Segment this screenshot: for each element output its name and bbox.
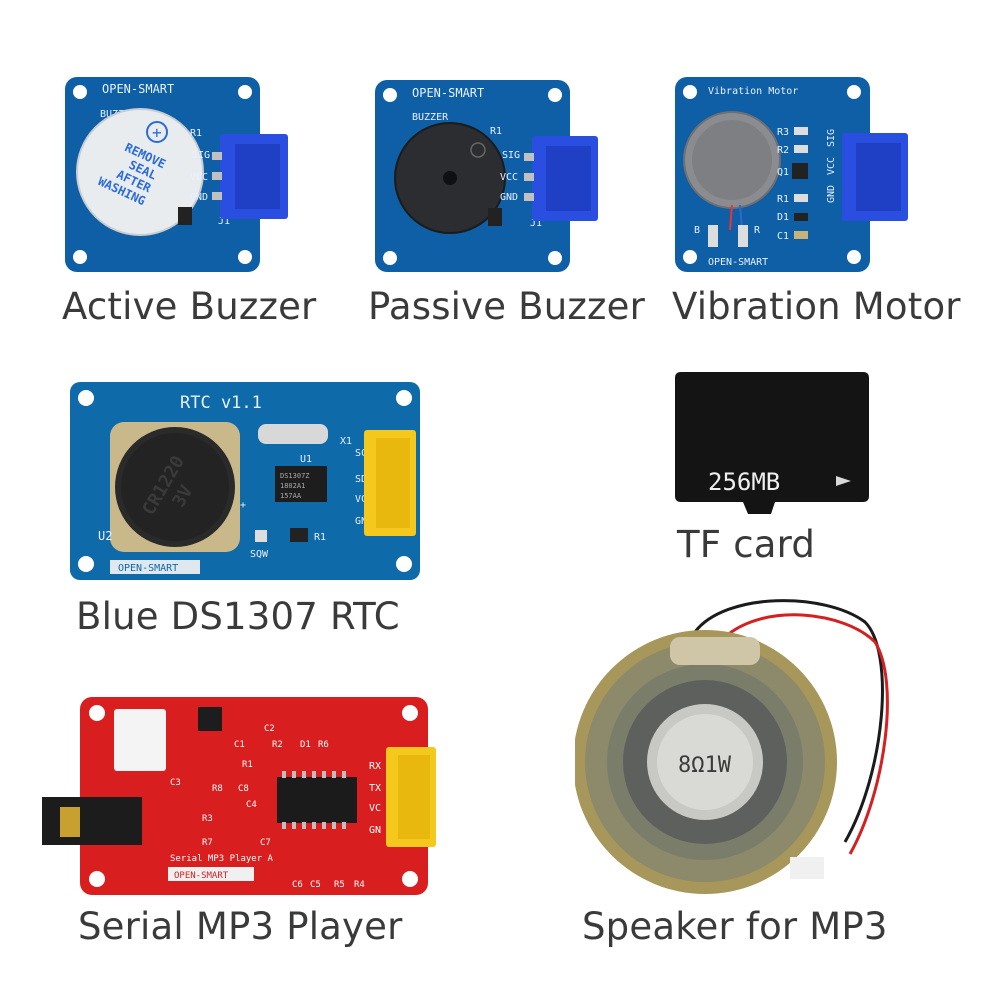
svg-text:R1: R1	[314, 532, 326, 543]
svg-text:R2: R2	[777, 145, 789, 156]
svg-text:OPEN-SMART: OPEN-SMART	[708, 257, 768, 268]
svg-text:C1: C1	[777, 231, 789, 242]
svg-text:D1: D1	[300, 740, 311, 750]
svg-text:B: B	[694, 225, 700, 236]
svg-text:VCC: VCC	[826, 157, 837, 175]
speaker-rating: 8Ω1W	[678, 753, 732, 778]
rtc-caption: Blue DS1307 RTC	[76, 595, 400, 638]
svg-text:J1: J1	[530, 218, 542, 229]
svg-text:SQW: SQW	[250, 549, 269, 560]
speaker-caption: Speaker for MP3	[582, 905, 888, 948]
svg-text:R2: R2	[272, 740, 283, 750]
svg-text:VCC: VCC	[190, 172, 208, 183]
mp3-player-caption: Serial MP3 Player	[78, 905, 403, 948]
svg-text:C7: C7	[260, 838, 271, 848]
speaker: 8Ω1W	[573, 592, 900, 912]
svg-text:C6: C6	[292, 880, 303, 890]
svg-text:GND: GND	[500, 192, 518, 203]
passive-buzzer-module: OPEN-SMART BUZZER R1 SIG VCC GND J1	[370, 78, 605, 278]
svg-text:Serial MP3 Player A: Serial MP3 Player A	[170, 854, 274, 864]
mp3-player-module: C2 C1 R2 D1 R6 R1 C3 R8 C8 C4 R3 R7 C7 C…	[42, 695, 442, 900]
svg-text:C4: C4	[246, 800, 257, 810]
svg-text:X1: X1	[340, 436, 352, 447]
svg-text:SD: SD	[355, 474, 367, 485]
svg-text:RX: RX	[369, 761, 381, 772]
svg-text:SIG: SIG	[502, 150, 520, 161]
svg-text:1802A1: 1802A1	[280, 482, 305, 490]
active-buzzer-image: OPEN-SMART BUZZER + REMOVE SEAL AFTER WA…	[65, 77, 288, 272]
svg-text:VC: VC	[369, 803, 381, 814]
passive-buzzer-caption: Passive Buzzer	[368, 285, 646, 328]
speaker-image: 8Ω1W	[573, 599, 889, 894]
vibration-motor-caption: Vibration Motor	[672, 285, 961, 328]
svg-text:C8: C8	[238, 784, 249, 794]
svg-text:R3: R3	[202, 814, 213, 824]
svg-text:U2: U2	[98, 529, 112, 543]
svg-text:R7: R7	[202, 838, 213, 848]
vibration-motor-image: Vibration Motor B R R3 R2 Q1 R1 D1 C1 GN…	[675, 77, 908, 272]
svg-text:R1: R1	[777, 194, 789, 205]
svg-text:Q1: Q1	[777, 167, 789, 178]
svg-text:R1: R1	[190, 128, 202, 139]
svg-text:R5: R5	[334, 880, 345, 890]
svg-text:SC: SC	[355, 448, 367, 459]
svg-text:R1: R1	[490, 126, 502, 137]
svg-text:R1: R1	[242, 760, 253, 770]
svg-text:DS1307Z: DS1307Z	[280, 472, 310, 480]
svg-text:GN: GN	[369, 825, 381, 836]
tf-card: 256MB	[673, 372, 871, 517]
svg-text:OPEN-SMART: OPEN-SMART	[412, 86, 484, 100]
svg-text:C2: C2	[264, 724, 275, 734]
svg-text:+: +	[152, 123, 162, 142]
svg-text:R3: R3	[777, 127, 789, 138]
svg-text:GND: GND	[190, 192, 208, 203]
rtc-module: RTC v1.1 CR1220 3V X1 U1 DS1307Z 1802A1 …	[70, 382, 422, 582]
svg-text:U1: U1	[300, 454, 312, 465]
svg-text:Vibration Motor: Vibration Motor	[708, 86, 798, 97]
svg-text:RTC v1.1: RTC v1.1	[180, 393, 262, 413]
svg-text:OPEN-SMART: OPEN-SMART	[118, 563, 178, 574]
svg-text:TX: TX	[369, 783, 381, 794]
svg-text:VC: VC	[355, 494, 367, 505]
passive-buzzer-image: OPEN-SMART BUZZER R1 SIG VCC GND J1	[375, 80, 598, 272]
svg-text:R: R	[754, 225, 761, 236]
svg-text:VCC: VCC	[500, 172, 518, 183]
svg-text:OPEN-SMART: OPEN-SMART	[174, 871, 229, 881]
active-buzzer-caption: Active Buzzer	[62, 285, 317, 328]
tf-card-caption: TF card	[677, 523, 816, 566]
svg-text:+: +	[240, 500, 246, 511]
svg-text:BUZZER: BUZZER	[412, 112, 449, 123]
svg-text:157AA: 157AA	[280, 492, 302, 500]
active-buzzer-module: OPEN-SMART BUZZER + REMOVE SEAL AFTER WA…	[60, 72, 295, 277]
svg-text:GN: GN	[355, 516, 367, 527]
svg-text:C5: C5	[310, 880, 321, 890]
svg-text:R4: R4	[354, 880, 365, 890]
svg-text:R6: R6	[318, 740, 329, 750]
tf-card-capacity: 256MB	[708, 468, 780, 496]
svg-text:R8: R8	[212, 784, 223, 794]
svg-text:J1: J1	[218, 216, 230, 227]
svg-text:GND: GND	[826, 185, 837, 203]
vibration-motor-module: Vibration Motor B R R3 R2 Q1 R1 D1 C1 GN…	[672, 75, 912, 275]
board-brand: OPEN-SMART	[102, 82, 174, 96]
svg-text:SIG: SIG	[192, 150, 210, 161]
rtc-image: RTC v1.1 CR1220 3V X1 U1 DS1307Z 1802A1 …	[70, 382, 420, 580]
mp3-player-image: C2 C1 R2 D1 R6 R1 C3 R8 C8 C4 R3 R7 C7 C…	[42, 697, 436, 895]
svg-text:C3: C3	[170, 778, 181, 788]
svg-text:SIG: SIG	[826, 129, 837, 147]
svg-text:C1: C1	[234, 740, 245, 750]
tf-card-image: 256MB	[675, 372, 869, 514]
svg-text:D1: D1	[777, 212, 789, 223]
